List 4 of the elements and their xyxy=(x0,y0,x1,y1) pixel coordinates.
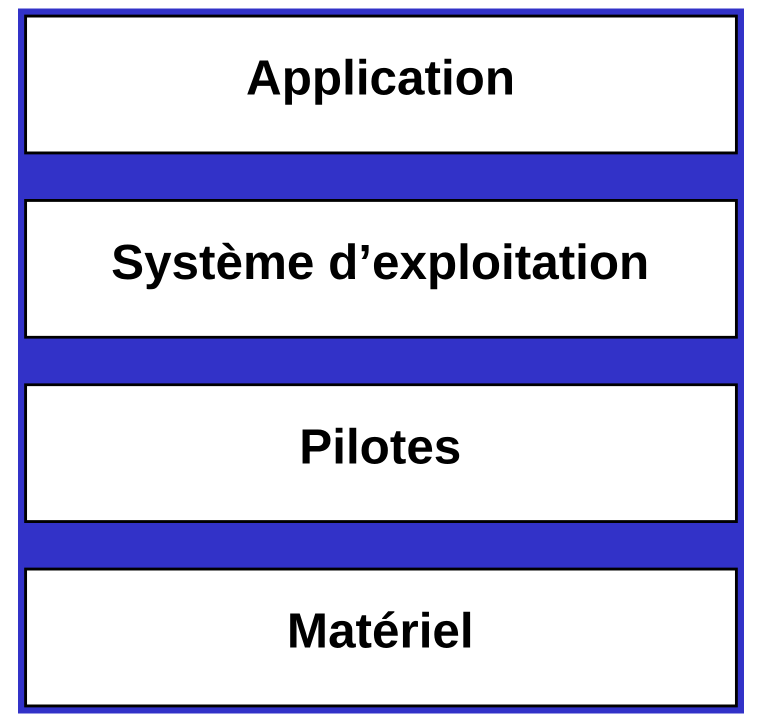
node-box: Application xyxy=(24,14,738,154)
node-box: Système d’exploitation xyxy=(24,198,738,339)
node-box: Matériel xyxy=(24,568,738,708)
node-box: Pilotes xyxy=(24,383,738,524)
